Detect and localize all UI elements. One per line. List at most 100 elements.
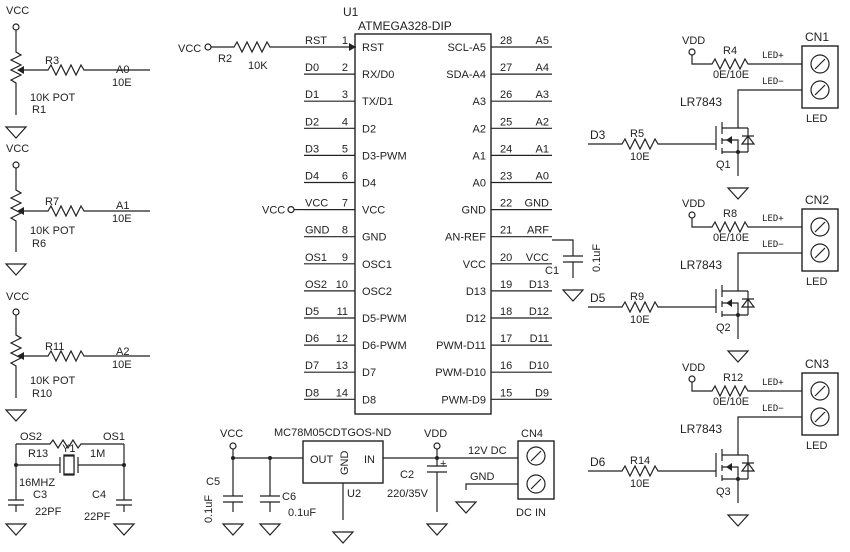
reg-vdd-label: VDD <box>424 428 447 440</box>
c2-ref: C2 <box>400 469 414 481</box>
u1-pin-8-net: GND <box>305 225 330 237</box>
u1-pin-21-net: ARF <box>527 225 549 237</box>
u1-pin-27-name: SDA-A4 <box>446 69 486 81</box>
led3-gate-resistor <box>588 464 716 478</box>
u1-pin-8-name: GND <box>362 232 387 244</box>
u1-pin-5-net: D3 <box>305 143 319 155</box>
led2-led-label: LED <box>806 276 827 288</box>
u1-pin-13-net: D7 <box>305 360 319 372</box>
led3-ledminus: LED− <box>762 404 784 414</box>
led3-terminal-slot-1 <box>814 385 826 397</box>
a1-net: A1 <box>116 200 129 212</box>
led1-diode-wires <box>738 127 748 153</box>
led2-terminal-slot-2 <box>814 247 826 259</box>
u1-pin-26-num: 26 <box>500 89 512 101</box>
c6-value: 0.1uF <box>288 507 316 519</box>
c4-ref: C4 <box>92 489 106 501</box>
led1-ground <box>727 187 749 200</box>
u1-pin-16-net: D10 <box>529 360 549 372</box>
led3-r-value: 0E/10E <box>713 396 749 408</box>
led2-ground <box>727 350 749 363</box>
u1-pin-14-num: 14 <box>336 387 348 399</box>
u1-pin-28-net: A5 <box>536 35 549 47</box>
pot3-ref: R10 <box>32 388 52 400</box>
led1-cn-ref: CN1 <box>805 30 829 44</box>
led1-ledminus-wire <box>737 89 802 120</box>
c3-value: 22PF <box>35 506 62 518</box>
u1-pin-5-num: 5 <box>342 143 348 155</box>
dc-gnd: GND <box>470 471 495 483</box>
dc-in-connector: CN4 12V DC GND DC IN <box>455 428 555 519</box>
dc-12v: 12V DC <box>468 445 507 457</box>
u1-pin-23-net: A0 <box>536 171 549 183</box>
u1-pin-21-num: 21 <box>500 225 512 237</box>
u1-pin-18-net: D12 <box>529 306 549 318</box>
u1-pin-17-name: PWM-D11 <box>436 340 486 352</box>
u1-pin-28-num: 28 <box>500 35 512 47</box>
u1-pin-23-num: 23 <box>500 171 512 183</box>
u1-pin-12-net: D6 <box>305 333 319 345</box>
c6-ref: C6 <box>282 491 296 503</box>
u1-pin-22-name: GND <box>462 205 487 217</box>
u1-pin-4-name: D2 <box>362 123 376 135</box>
reg-out: OUT <box>310 454 334 466</box>
led3-ledminus-wire <box>737 416 802 447</box>
u1-pin-23-name: A0 <box>473 178 486 190</box>
c2-value: 220/35V <box>387 488 429 500</box>
led2-r-ref: R8 <box>723 208 737 220</box>
led3-led-label: LED <box>806 440 827 452</box>
led3-series-resistor <box>691 382 802 398</box>
pot-a2: VCC R11 A2 10E 10K POT R10 <box>5 291 150 422</box>
u1-pin-24-net: A1 <box>536 143 549 155</box>
led3-terminal-slot-2 <box>814 411 826 423</box>
u1-pin-12-name: D6-PWM <box>362 340 407 352</box>
led3-q-ref: Q3 <box>716 486 731 498</box>
led2-vdd-ring <box>688 211 696 219</box>
c4-value: 22PF <box>84 511 111 523</box>
r13-value: 1M <box>90 448 105 460</box>
a2-net: A2 <box>116 346 129 358</box>
c1-capacitor: C1 0.1uF <box>545 239 603 302</box>
u1-pin-27-num: 27 <box>500 62 512 74</box>
u1-pin-14-net: D8 <box>305 387 319 399</box>
led2-fet-part: LR7843 <box>680 258 722 272</box>
reg-vcc-label: VCC <box>220 428 243 440</box>
led1-series-resistor <box>691 55 802 71</box>
led3-gate-ref: R14 <box>630 455 650 467</box>
u1-vcc-ring <box>287 206 295 214</box>
u1-pin-11-num: 11 <box>337 306 348 318</box>
u1-pin-15-name: PWM-D9 <box>441 394 486 406</box>
u1-pin-6-net: D4 <box>305 171 319 183</box>
led2-ledminus-wire <box>737 252 802 283</box>
u1-pin-18-name: D12 <box>466 313 486 325</box>
voltage-regulator: MC78M05CDTGOS-ND OUT IN GND U2 VCC C5 0.… <box>203 427 518 544</box>
c5-ref: C5 <box>206 476 220 488</box>
led2-r-value: 0E/10E <box>713 232 749 244</box>
pot1-ref: R1 <box>32 104 46 116</box>
c2-plus: + <box>440 458 446 470</box>
u1-pin-15-num: 15 <box>500 387 512 399</box>
u1-pin-14-name: D8 <box>362 394 376 406</box>
u1-pin-10-name: OSC2 <box>362 286 392 298</box>
pot3-vcc: VCC <box>6 291 29 303</box>
u1-pin-24-name: A1 <box>473 150 486 162</box>
rst-vcc-label: VCC <box>178 43 201 55</box>
u1-pin-21-name: AN-REF <box>445 232 486 244</box>
u1-pin-19-net: D13 <box>529 279 549 291</box>
led1-gate-value: 10E <box>630 151 650 163</box>
u1-pin-11-net: D5 <box>305 306 319 318</box>
led3-ledplus: LED+ <box>762 378 784 388</box>
led1-r-value: 0E/10E <box>713 69 749 81</box>
u1-pin-1-name: RST <box>362 42 384 54</box>
c3-ref: C3 <box>33 489 47 501</box>
u1-pin-15-net: D9 <box>535 387 549 399</box>
u2-ref: U2 <box>347 488 361 500</box>
led3-vdd: VDD <box>682 362 705 374</box>
u1-pin-24-num: 24 <box>500 143 512 155</box>
pot2-vcc: VCC <box>6 143 29 155</box>
u1-pin-26-net: A3 <box>536 89 549 101</box>
u1-pin-4-num: 4 <box>342 116 348 128</box>
r7-value: 10E <box>112 213 132 225</box>
